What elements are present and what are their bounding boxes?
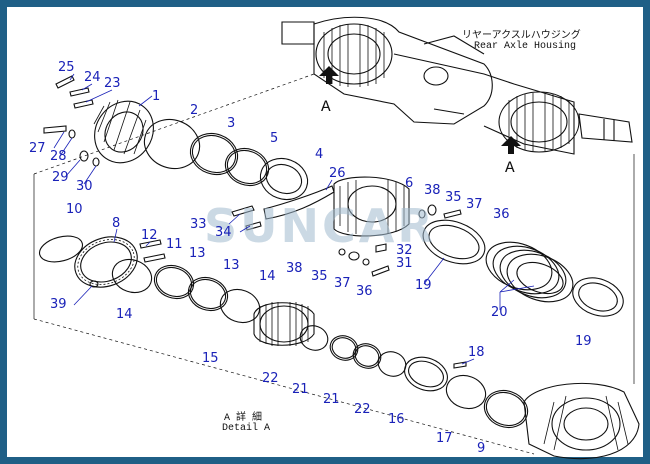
part-label: 16 (388, 412, 405, 427)
fasteners-upper (418, 204, 462, 219)
bolt-part-39 (89, 280, 99, 288)
ring-part-2 (143, 118, 201, 170)
part-label: 39 (50, 297, 67, 312)
ring-part-21-right (352, 343, 382, 369)
watermark-text: SUNCAR (204, 199, 436, 253)
disc-pack-part-20 (485, 241, 574, 303)
part-label: 32 (396, 243, 413, 258)
fasteners-lower (338, 243, 390, 277)
ring-part-13-left (153, 264, 195, 300)
part-labels: 25 24 23 1 2 3 5 4 27 28 29 30 26 6 38 3… (29, 60, 592, 456)
bolts-top-left (55, 75, 94, 109)
rear-axle-housing (281, 16, 633, 155)
housing-caption-jp: リヤーアクスルハウジング (462, 28, 581, 42)
part-carrier-1 (93, 99, 154, 164)
ring-part-9 (483, 389, 529, 429)
ring-part-10 (38, 235, 84, 263)
part-label: 19 (575, 334, 592, 349)
part-label: 9 (477, 441, 485, 456)
alignment-lines (33, 73, 635, 455)
part-label: 21 (292, 382, 309, 397)
part-label: 29 (52, 170, 69, 185)
part-label: 13 (223, 258, 240, 273)
part-label: 28 (50, 149, 67, 164)
hub-part-6 (333, 176, 410, 237)
part-label: 22 (354, 402, 371, 417)
part-label: 4 (315, 147, 323, 162)
leader-lines (53, 73, 535, 365)
part-label: 17 (436, 431, 453, 446)
part-label: 25 (58, 60, 75, 75)
ring-part-14-left (111, 258, 153, 294)
wheel-hub-bottom-right (523, 382, 640, 460)
part-label: 19 (415, 278, 432, 293)
ring-part-14-right (219, 288, 261, 324)
bolt-part-33 (231, 205, 255, 217)
detail-caption-jp: A 詳 細 (224, 410, 262, 424)
part-label: 37 (466, 197, 483, 212)
bolt-part-12 (139, 239, 162, 249)
gear-part-15 (253, 302, 315, 346)
part-label: 38 (286, 261, 303, 276)
part-label: 14 (259, 269, 276, 284)
part-label: 12 (141, 228, 158, 243)
ring-part-21-left (329, 335, 359, 361)
part-label: 31 (396, 256, 413, 271)
part-label: 36 (356, 284, 373, 299)
part-label: 35 (311, 269, 328, 284)
detail-caption-en: Detail A (222, 422, 270, 434)
ring-part-22-left (299, 325, 329, 351)
part-label: 15 (202, 351, 219, 366)
ring-part-5 (224, 147, 270, 187)
part-label: 27 (29, 141, 46, 156)
part-label: 38 (424, 183, 441, 198)
view-mark-a-top: A (321, 98, 331, 116)
part-label: 36 (493, 207, 510, 222)
part-label: 13 (189, 246, 206, 261)
part-label: 6 (405, 176, 413, 191)
part-label: 33 (190, 217, 207, 232)
pin-part-18 (453, 361, 467, 369)
part-label: 18 (468, 345, 485, 360)
part-label: 20 (491, 305, 508, 320)
housing-caption-en: Rear Axle Housing (474, 40, 576, 52)
ring-part-17 (445, 374, 487, 410)
part-label: 26 (329, 166, 346, 181)
ring-gear-part-8 (74, 236, 138, 288)
bolt-part-34 (245, 221, 262, 231)
part-label: 37 (334, 276, 351, 291)
part-label: 8 (112, 216, 120, 231)
part-label: 14 (116, 307, 133, 322)
part-label: 1 (152, 89, 160, 104)
part-label: 24 (84, 70, 101, 85)
ring-part-3 (189, 132, 239, 176)
ring-part-16 (404, 356, 448, 392)
part-label: 21 (323, 392, 340, 407)
exploded-parts-diagram: リヤーアクスルハウジング Rear Axle Housing A A (29, 16, 640, 460)
part-label: 5 (270, 131, 278, 146)
seal-part-4 (259, 157, 309, 201)
part-label: 34 (215, 225, 232, 240)
part-label: 23 (104, 76, 121, 91)
ring-part-19-upper (422, 219, 486, 265)
part-label: 2 (190, 103, 198, 118)
view-mark-a-right: A (505, 159, 515, 177)
part-label: 22 (262, 371, 279, 386)
bolt-part-11 (143, 253, 166, 263)
ring-part-13-right (187, 276, 229, 312)
part-label: 30 (76, 179, 93, 194)
part-label: 35 (445, 190, 462, 205)
part-label: 3 (227, 116, 235, 131)
part-label: 11 (166, 237, 183, 252)
ring-part-19-lower (572, 277, 624, 317)
part-label: 10 (66, 202, 83, 217)
